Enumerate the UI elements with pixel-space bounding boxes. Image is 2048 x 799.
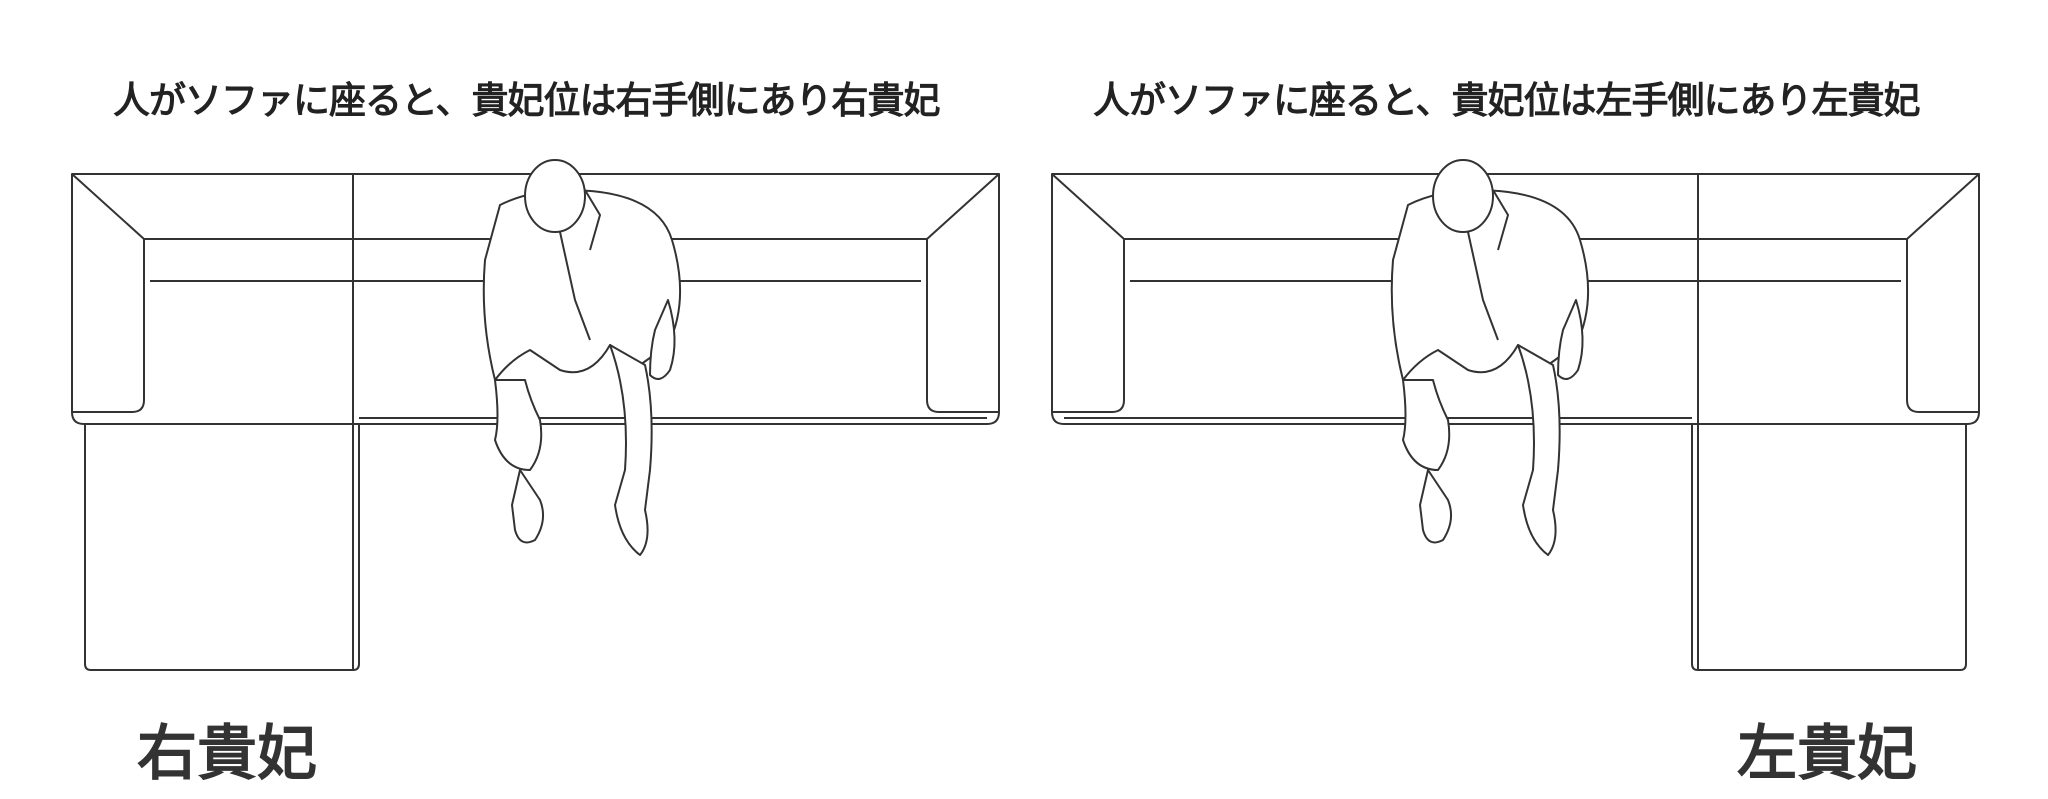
person-seated-right [1390, 159, 1590, 556]
label-left-chaise: 左貴妃 [1737, 719, 1917, 789]
person-seated-left [482, 159, 682, 556]
label-right-chaise: 右貴妃 [137, 719, 317, 789]
caption-right-chaise: 人がソファに座ると、貴妃位は右手側にあり右貴妃 [113, 79, 941, 122]
caption-left-chaise: 人がソファに座ると、貴妃位は左手側にあり左貴妃 [1093, 79, 1921, 122]
